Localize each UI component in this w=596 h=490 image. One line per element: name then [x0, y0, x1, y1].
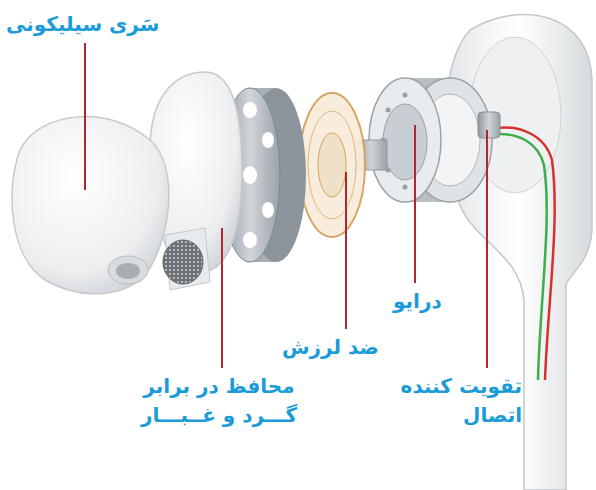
driver-magnet-part — [383, 104, 427, 180]
leader-line — [486, 130, 488, 368]
earbud-housing-part — [496, 134, 547, 380]
metal-grille-disc-part — [262, 132, 274, 148]
silicone-tip — [12, 117, 169, 294]
leader-line — [414, 125, 416, 283]
part-label: محافظ در برابر گـــرد و غــبـــار — [124, 372, 314, 430]
part-label: تقویت کننده اتصال — [388, 372, 522, 430]
leader-lines — [85, 43, 487, 368]
diaphragm-part — [308, 111, 356, 219]
diaphragm-part — [299, 93, 365, 237]
driver-magnet-part — [478, 112, 500, 138]
silicone-tip-part — [108, 256, 148, 284]
inner-cup-part — [163, 240, 203, 284]
earbud-housing-part — [496, 127, 555, 380]
metal-grille-disc-part — [243, 102, 257, 118]
diaphragm — [299, 93, 387, 237]
driver-magnet-part — [403, 185, 408, 190]
leader-line — [221, 228, 223, 368]
metal-grille-disc-part — [243, 232, 257, 248]
part-label: درایو — [393, 287, 442, 316]
part-label: سَری سیلیکونی — [6, 10, 159, 39]
driver-magnet-part — [386, 108, 391, 113]
leader-line — [84, 43, 86, 190]
silicone-tip-part — [12, 117, 169, 294]
metal-grille-disc-part — [262, 202, 274, 218]
diaphragm-part — [318, 133, 346, 197]
leader-line — [345, 172, 347, 329]
driver-magnet-part — [403, 93, 408, 98]
part-label: ضد لرزش — [282, 333, 379, 362]
driver-magnet — [369, 78, 500, 202]
metal-grille-disc-part — [243, 166, 257, 184]
silicone-tip-part — [116, 263, 140, 279]
